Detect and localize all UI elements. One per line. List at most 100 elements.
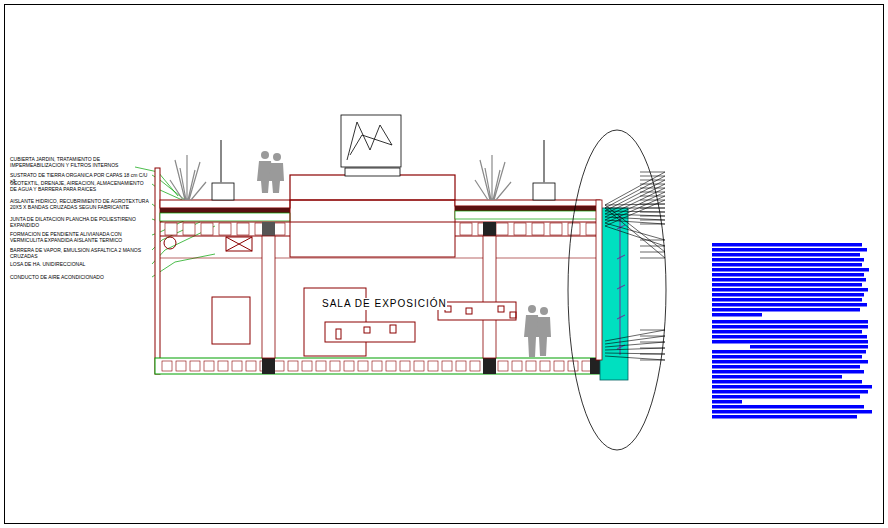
redacted-bar (712, 380, 862, 384)
ceiling-cell (183, 223, 195, 235)
floor-cell (330, 361, 340, 371)
redacted-bar (712, 410, 872, 414)
leader-line (640, 258, 665, 259)
floor-cell (218, 361, 228, 371)
leader-line (605, 223, 665, 240)
redacted-bar (712, 405, 864, 409)
floor-cell (372, 361, 382, 371)
leader-line (605, 188, 665, 217)
redacted-bar (712, 278, 866, 282)
leader-line (640, 216, 665, 217)
leader-line (640, 204, 665, 205)
redacted-bar (712, 350, 866, 354)
leader-line (640, 354, 665, 355)
leader-line (605, 353, 665, 354)
redacted-bar (712, 263, 862, 267)
redacted-bar (712, 293, 864, 297)
leader-line (640, 252, 665, 253)
floor-cell (190, 361, 200, 371)
callout-text: CONDUCTO DE AIRE ACONDICIONADO (10, 274, 150, 280)
floor-cell (358, 361, 368, 371)
leader-line (640, 188, 665, 189)
floor-cell (386, 361, 396, 371)
redacted-bar (712, 268, 869, 272)
leader-line (605, 204, 665, 205)
leader-line (605, 342, 665, 347)
ceiling-cell (496, 223, 508, 235)
callout-text: GEOTEXTIL, DRENAJE, AIREACION, ALMACENAM… (10, 180, 150, 192)
leader-line (640, 336, 665, 337)
floor-cell (176, 361, 186, 371)
floor-cell (288, 361, 298, 371)
leader-line (640, 330, 665, 331)
leader-line (640, 176, 665, 177)
callout-text: CUBIERTA JARDIN, TRATAMIENTO DE IMPERMEA… (10, 156, 145, 168)
leader-line (605, 208, 665, 258)
leader-line (640, 184, 665, 185)
callout-text: JUNTA DE DILATACION PLANCHA DE POLIESTIR… (10, 216, 150, 228)
redacted-bar (712, 330, 862, 334)
ceiling-cell (219, 223, 231, 235)
leader-line (640, 180, 665, 181)
floor-cell (246, 361, 256, 371)
leader-line (640, 220, 665, 221)
redacted-bar (712, 288, 868, 292)
redacted-bar (712, 308, 860, 312)
floor-cell (274, 361, 284, 371)
floor-cell (204, 361, 214, 371)
redacted-bar (712, 320, 868, 324)
floor-cell (162, 361, 172, 371)
floor-cell (344, 361, 354, 371)
redacted-bar (712, 375, 842, 379)
redacted-bar (712, 258, 864, 262)
redacted-bar (712, 370, 864, 374)
leader-line (605, 196, 665, 223)
floor-cell (302, 361, 312, 371)
redacted-bar (712, 313, 762, 317)
leader-line (640, 212, 665, 213)
leader-line (640, 224, 665, 225)
callout-text: AISLANTE HIDRICO, RECUBRIMIENTO DE AGROT… (10, 198, 150, 210)
leader-line (605, 180, 665, 211)
leader-line (605, 356, 665, 360)
leader-line (605, 226, 665, 246)
floor-cell (414, 361, 424, 371)
redacted-bar (712, 325, 868, 329)
redacted-bar (712, 253, 860, 257)
ceiling-cell (532, 223, 544, 235)
redacted-bar (712, 400, 742, 404)
leader-line (640, 200, 665, 201)
redacted-bar (712, 390, 868, 394)
leader-line (605, 330, 665, 341)
leader-line (640, 348, 665, 349)
ceiling-cell (460, 223, 472, 235)
leader-line (640, 360, 665, 361)
redacted-bar (712, 355, 862, 359)
callout-text: FORMACION DE PENDIENTE ALIVIANADA CON VE… (10, 231, 150, 243)
redacted-bar (750, 345, 868, 349)
redacted-bar (712, 395, 860, 399)
leader-line (605, 348, 665, 350)
floor-cell (316, 361, 326, 371)
leader-line (605, 200, 665, 226)
leader-line (640, 246, 665, 247)
redacted-bar (712, 340, 868, 344)
ceiling-cell (550, 223, 562, 235)
leader-line (640, 208, 665, 209)
floor-cell (554, 361, 564, 371)
leader-line (605, 205, 665, 252)
room-name: SALA DE EXPOSICIÓN (322, 298, 447, 310)
floor-cell (442, 361, 452, 371)
ceiling-cell (165, 223, 177, 235)
redacted-bar (712, 303, 867, 307)
redacted-bar (712, 248, 867, 252)
leader-line (640, 192, 665, 193)
redacted-bar (712, 273, 864, 277)
redacted-bar (712, 298, 862, 302)
redacted-bar (712, 360, 868, 364)
floor-cell (428, 361, 438, 371)
redacted-bar (712, 243, 862, 247)
leader-line (605, 208, 665, 209)
leader-line (640, 342, 665, 343)
